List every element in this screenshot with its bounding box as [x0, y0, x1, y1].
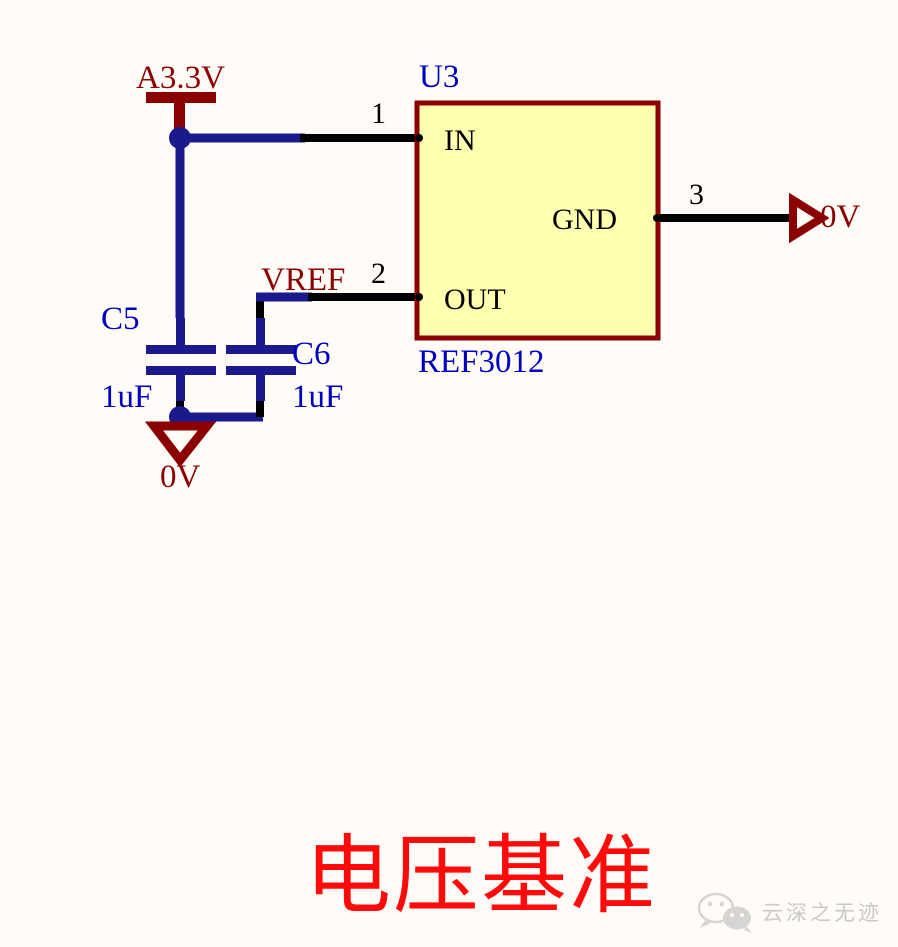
ground-label-0v-bottom: 0V — [160, 459, 201, 495]
power-symbol-a33v — [146, 92, 216, 140]
ic-pin-label-gnd: GND — [552, 203, 617, 236]
net-label-vref: VREF — [261, 262, 346, 298]
power-net-label-a33v: A3.3V — [136, 60, 225, 96]
pin-dot-in — [415, 134, 423, 142]
ic-pin-number-3: 3 — [689, 178, 704, 211]
wechat-icon — [697, 892, 752, 933]
ic-pin-number-1: 1 — [371, 97, 386, 130]
ground-label-0v-right: 0V — [820, 199, 861, 235]
watermark-text: 云深之无迹 — [762, 901, 882, 925]
ic-part-number: REF3012 — [418, 344, 545, 380]
ic-body-u3 — [414, 100, 661, 341]
capacitor-designator-c6: C6 — [292, 336, 331, 372]
pin-dot-gnd — [653, 214, 661, 222]
capacitor-c6-icon — [226, 318, 296, 401]
ic-designator-u3: U3 — [419, 59, 460, 95]
junction-dot-a33v — [169, 127, 191, 149]
diagram-title: 电压基准 — [305, 826, 657, 926]
pin-dot-out — [415, 293, 423, 301]
ic-pin-number-2: 2 — [371, 257, 386, 290]
ic-pin-label-in: IN — [444, 124, 476, 157]
capacitor-value-c6: 1uF — [292, 379, 344, 415]
ground-triangle-down-icon — [144, 421, 217, 468]
capacitor-designator-c5: C5 — [101, 301, 140, 337]
capacitor-value-c5: 1uF — [101, 379, 153, 415]
ic-pin-label-out: OUT — [444, 283, 506, 316]
capacitor-c5-icon — [146, 318, 216, 401]
ground-arrow-right-icon — [789, 192, 830, 244]
